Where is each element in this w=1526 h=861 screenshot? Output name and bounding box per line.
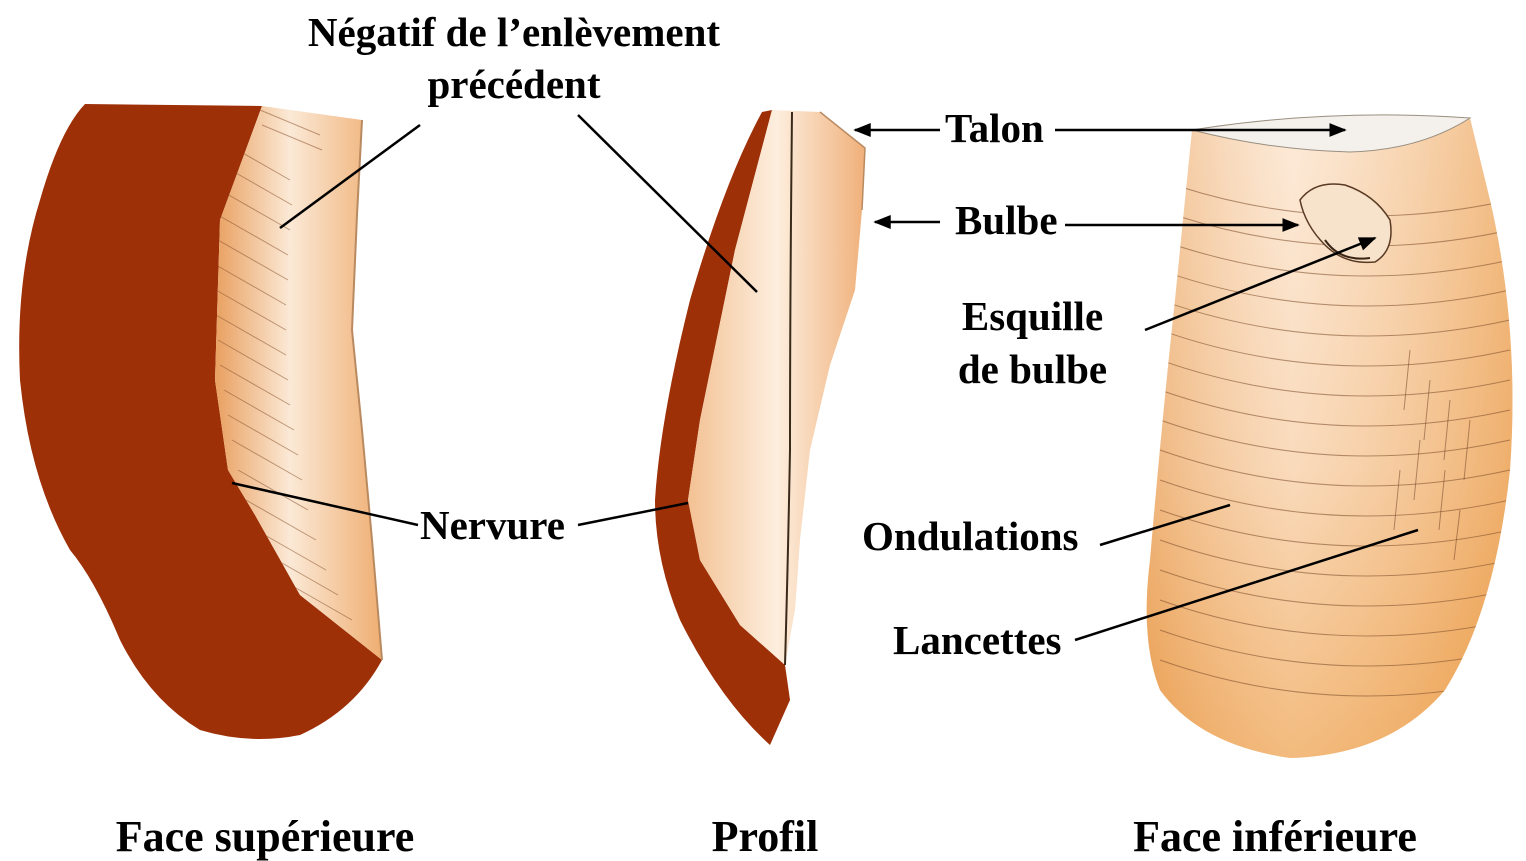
label-esquille-line1: Esquille [940, 296, 1125, 337]
caption-profil: Profil [665, 815, 865, 859]
face-superieure-drawing [19, 104, 382, 739]
label-esquille-line2: de bulbe [940, 349, 1125, 390]
label-talon: Talon [945, 108, 1044, 149]
flake-face-profil [688, 110, 865, 665]
label-negatif-line2: précédent [293, 64, 735, 105]
label-negatif-line1: Négatif de l’enlèvement [293, 12, 735, 53]
label-lancettes: Lancettes [893, 620, 1062, 661]
caption-face-inferieure: Face inférieure [1090, 815, 1460, 859]
label-ondulations: Ondulations [862, 516, 1079, 557]
face-inferieure-drawing [1147, 115, 1513, 758]
label-nervure: Nervure [420, 505, 565, 546]
caption-face-superieure: Face supérieure [60, 815, 470, 859]
profil-drawing [655, 110, 865, 745]
label-bulbe: Bulbe [955, 200, 1058, 241]
